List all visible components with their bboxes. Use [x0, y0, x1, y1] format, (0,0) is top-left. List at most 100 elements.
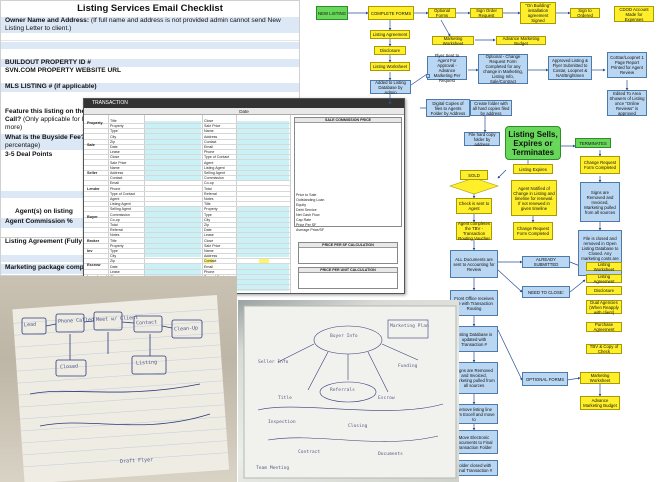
purchase-agreement-node: Purchase Agreement — [586, 322, 622, 332]
marketing-worksheet-node: Marketing Worksheet — [432, 36, 474, 46]
sheet-row-label: Zip — [204, 223, 209, 227]
highlight-cell — [204, 258, 214, 263]
whiteboard-note: Escrow — [378, 396, 395, 401]
sheet-section-label: Property — [87, 121, 103, 125]
sheet-row-label: Phone — [110, 186, 121, 191]
listing-agreement-node: Listing Agreement — [370, 30, 410, 39]
whiteboard-note: Funding — [398, 364, 418, 369]
sheet-row-label: Email — [204, 145, 213, 149]
optional-forms-node: Optional Forms — [428, 8, 456, 18]
owner-row: Owner Name and Address: (If full name an… — [1, 17, 299, 33]
marketing-label: Marketing package compl — [5, 264, 86, 271]
sheet-row: Address Selling Agent — [84, 171, 290, 176]
price-per-sf-header: PRICE PER SF CALCULATION — [299, 243, 397, 248]
disclosure2-node: Disclosure — [586, 286, 622, 295]
sheet-header: TRANSACTION — [84, 99, 404, 108]
price-per-unit-header: PRICE PER UNIT CALCULATION — [299, 268, 397, 273]
mls-label: MLS LISTING # (if applicable) — [5, 83, 97, 90]
sheet-row-label: Type — [110, 129, 118, 134]
sheet-row-label: Close — [204, 119, 214, 123]
blank-row — [1, 50, 299, 58]
buyer-fee-label: What is the Buyside Fee? — [5, 134, 85, 141]
tbv-copy-node: TBV & Copy of Check — [586, 344, 622, 354]
sheet-row: Type of Contact Referral — [84, 192, 290, 197]
owner-label: Owner Name and Address: — [5, 17, 90, 24]
summary-row-label: Cap Rate — [296, 218, 312, 222]
account-made-node: CDOD Account Made for Expenses — [614, 6, 654, 22]
whiteboard-note: Seller Info — [258, 360, 289, 365]
added-listing-node: Added to Listing Database by Admin — [370, 80, 411, 95]
sheet-row-label: Total — [204, 186, 212, 191]
disclosure-node: Disclosure — [374, 46, 406, 55]
agreement-label: Listing Agreement (Fully I — [5, 238, 86, 245]
agents-row: Agent(s) on listing — [1, 208, 299, 217]
sheet-row: Zip Contact — [84, 259, 290, 265]
complete-forms-node: COMPLETE FORMS — [368, 6, 414, 20]
sheet-row-label: Name — [204, 249, 214, 253]
sheet-row-label: Zip — [110, 139, 115, 144]
sheet-column-title: Date — [84, 108, 404, 115]
marketing-worksheet2-node: Marketing Worksheet — [580, 372, 620, 384]
all-documents-node: ALL Documents are sent to Accounting for… — [450, 250, 498, 278]
sheet-row-label: Address — [110, 171, 124, 175]
deal-points-row: 3-5 Deal Points — [1, 151, 299, 160]
blank-row — [1, 34, 299, 41]
agent-completes-node: Agent completes the TBV - Transaction Ro… — [456, 221, 492, 241]
feature-label-call: Call? — [5, 116, 22, 123]
sheet-row-label: City — [110, 254, 117, 259]
sheet-row-label: Sale Price — [204, 124, 221, 129]
sheet-row-label: Close — [204, 238, 214, 243]
sheet-section-label: Lender — [87, 187, 100, 191]
sheet-row-label: Contact — [204, 139, 217, 144]
blank-row — [1, 42, 299, 49]
change-completed-node: Change Request Form Completed — [513, 222, 553, 240]
sketch-note: Lead — [23, 321, 37, 329]
grid-divider — [108, 115, 109, 293]
sheet-row-label: Phone — [204, 269, 215, 274]
sheet-section-label: Escrow — [87, 263, 101, 267]
sheet-row-label: Sale Price — [204, 243, 221, 248]
whiteboard-note: Inspection — [268, 420, 296, 425]
check-sent-node: Check is sent to Agent — [456, 198, 492, 214]
sheet-row-label: Total — [110, 223, 118, 227]
sheet-row-label: City — [204, 217, 211, 222]
sheet-row-label: Listing Agent — [110, 202, 131, 207]
notebook-drawing — [12, 295, 230, 482]
price-per-unit-table: PRICE PER UNIT CALCULATION — [298, 267, 398, 289]
sheet-row-label: Selling Agent — [204, 171, 225, 175]
deal-points-label: 3-5 Deal Points — [5, 151, 53, 158]
owner-note: (If full name and address is not provide… — [5, 17, 281, 32]
sheet-row-label: Email — [204, 264, 213, 269]
feature-note-more: more) — [5, 124, 23, 131]
sheet-row-label: Agent — [204, 160, 214, 165]
sheet-row-label: Referral — [204, 191, 217, 196]
terminates-node: TERMINATES — [575, 138, 611, 148]
advance-marketing-node: Advance Marketing Budget — [496, 36, 546, 46]
sheet-section-label: Buyer — [87, 215, 98, 219]
sheet-row-label: Zip — [110, 259, 115, 264]
highlight-cell — [259, 258, 269, 263]
whiteboard-note: Contract — [298, 450, 321, 455]
spacer — [426, 74, 430, 78]
optional-forms2-node: OPTIONAL FORMS — [522, 372, 568, 386]
sheet-row-label: Contact — [204, 259, 217, 264]
grid-divider — [236, 115, 237, 293]
optional-change-node: Optional - Change Request Form Completed… — [478, 54, 528, 84]
summary-table: SALE COMMISSION PRICE — [294, 117, 402, 227]
summary-row-label: Debt Service — [296, 208, 317, 212]
sheet-row-label: Type of Contact — [110, 191, 136, 196]
sheet-row-label: Date — [110, 145, 118, 149]
agents-label: Agent(s) on listing — [15, 208, 73, 215]
summary-row-label: Net Cash Flow — [296, 213, 320, 217]
costar-report-node: CoStar/Loopnet 1 Page Report Printed for… — [607, 52, 647, 78]
